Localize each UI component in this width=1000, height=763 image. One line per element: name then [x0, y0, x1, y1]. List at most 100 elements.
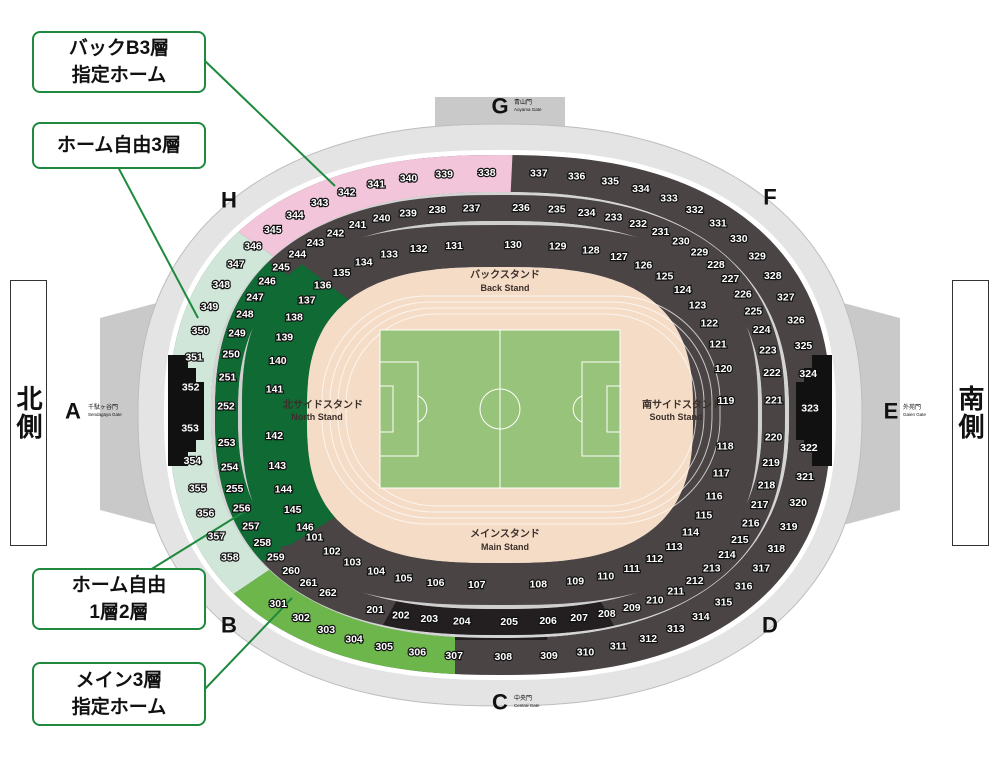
section-302[interactable]: 302: [291, 611, 311, 625]
section-315[interactable]: 315: [714, 596, 734, 610]
section-114[interactable]: 114: [681, 525, 700, 539]
section-314[interactable]: 314: [691, 610, 711, 624]
section-146[interactable]: 146: [295, 520, 315, 534]
section-105[interactable]: 105: [394, 571, 414, 585]
section-340[interactable]: 340: [399, 171, 419, 185]
section-336[interactable]: 336: [567, 169, 587, 183]
section-327[interactable]: 327: [776, 290, 796, 304]
section-202[interactable]: 202: [391, 608, 411, 622]
section-241[interactable]: 241: [348, 218, 368, 232]
section-124[interactable]: 124: [673, 283, 693, 297]
section-351[interactable]: 351: [184, 350, 204, 364]
section-119[interactable]: 119: [716, 394, 735, 408]
section-331[interactable]: 331: [708, 216, 728, 230]
section-142[interactable]: 142: [264, 429, 284, 443]
section-211[interactable]: 211: [666, 584, 685, 598]
section-106[interactable]: 106: [426, 576, 446, 590]
section-339[interactable]: 339: [434, 167, 454, 181]
section-326[interactable]: 326: [786, 313, 806, 327]
section-135[interactable]: 135: [332, 266, 352, 280]
section-308[interactable]: 308: [493, 650, 513, 664]
section-344[interactable]: 344: [285, 208, 305, 222]
section-249[interactable]: 249: [227, 326, 247, 340]
section-139[interactable]: 139: [274, 330, 294, 344]
section-217[interactable]: 217: [750, 498, 770, 512]
section-236[interactable]: 236: [511, 201, 531, 215]
section-126[interactable]: 126: [634, 258, 654, 272]
section-228[interactable]: 228: [706, 258, 726, 272]
section-237[interactable]: 237: [462, 201, 482, 215]
section-101[interactable]: 101: [305, 530, 325, 544]
section-226[interactable]: 226: [733, 287, 753, 301]
section-352[interactable]: 352: [181, 380, 201, 394]
section-116[interactable]: 116: [704, 489, 723, 503]
section-322[interactable]: 322: [799, 441, 819, 455]
section-257[interactable]: 257: [241, 519, 261, 533]
section-324[interactable]: 324: [798, 367, 818, 381]
section-248[interactable]: 248: [235, 307, 255, 321]
section-204[interactable]: 204: [452, 614, 472, 628]
section-224[interactable]: 224: [752, 323, 772, 337]
section-227[interactable]: 227: [721, 272, 741, 286]
section-210[interactable]: 210: [645, 593, 665, 607]
section-355[interactable]: 355: [188, 482, 208, 496]
section-337[interactable]: 337: [529, 166, 549, 180]
section-350[interactable]: 350: [190, 324, 210, 338]
section-102[interactable]: 102: [322, 544, 342, 558]
section-356[interactable]: 356: [196, 507, 216, 521]
section-333[interactable]: 333: [659, 191, 679, 205]
section-128[interactable]: 128: [581, 243, 601, 257]
section-309[interactable]: 309: [539, 649, 559, 663]
section-209[interactable]: 209: [622, 601, 642, 615]
section-318[interactable]: 318: [766, 542, 786, 556]
section-213[interactable]: 213: [702, 561, 722, 575]
section-262[interactable]: 262: [318, 586, 338, 600]
section-108[interactable]: 108: [528, 577, 548, 591]
section-111[interactable]: 111: [622, 562, 641, 576]
section-329[interactable]: 329: [747, 249, 767, 263]
section-132[interactable]: 132: [409, 242, 429, 256]
section-251[interactable]: 251: [218, 370, 238, 384]
section-232[interactable]: 232: [628, 217, 648, 231]
section-357[interactable]: 357: [206, 529, 226, 543]
section-234[interactable]: 234: [577, 206, 597, 220]
section-143[interactable]: 143: [267, 459, 287, 473]
section-141[interactable]: 141: [265, 382, 285, 396]
section-205[interactable]: 205: [499, 615, 519, 629]
section-358[interactable]: 358: [220, 550, 240, 564]
section-131[interactable]: 131: [444, 239, 464, 253]
section-115[interactable]: 115: [694, 509, 713, 523]
section-341[interactable]: 341: [366, 177, 386, 191]
section-321[interactable]: 321: [795, 470, 815, 484]
section-219[interactable]: 219: [761, 456, 781, 470]
section-206[interactable]: 206: [538, 614, 558, 628]
section-343[interactable]: 343: [310, 196, 330, 210]
section-221[interactable]: 221: [764, 393, 784, 407]
section-229[interactable]: 229: [690, 245, 710, 259]
section-203[interactable]: 203: [419, 612, 439, 626]
section-207[interactable]: 207: [569, 611, 589, 625]
section-303[interactable]: 303: [316, 623, 336, 637]
section-320[interactable]: 320: [788, 496, 808, 510]
section-138[interactable]: 138: [284, 310, 304, 324]
section-243[interactable]: 243: [305, 236, 325, 250]
section-255[interactable]: 255: [225, 482, 245, 496]
section-212[interactable]: 212: [685, 574, 705, 588]
section-260[interactable]: 260: [281, 564, 301, 578]
section-328[interactable]: 328: [763, 269, 783, 283]
section-233[interactable]: 233: [604, 210, 624, 224]
section-222[interactable]: 222: [762, 366, 782, 380]
section-247[interactable]: 247: [245, 290, 265, 304]
section-342[interactable]: 342: [337, 185, 357, 199]
section-346[interactable]: 346: [243, 239, 263, 253]
section-323[interactable]: 323: [800, 401, 820, 415]
section-256[interactable]: 256: [232, 501, 252, 515]
section-110[interactable]: 110: [596, 569, 615, 583]
section-312[interactable]: 312: [638, 632, 658, 646]
section-319[interactable]: 319: [779, 520, 799, 534]
section-137[interactable]: 137: [297, 293, 317, 307]
section-118[interactable]: 118: [715, 439, 734, 453]
section-136[interactable]: 136: [313, 278, 333, 292]
section-313[interactable]: 313: [666, 622, 686, 636]
section-225[interactable]: 225: [743, 304, 763, 318]
